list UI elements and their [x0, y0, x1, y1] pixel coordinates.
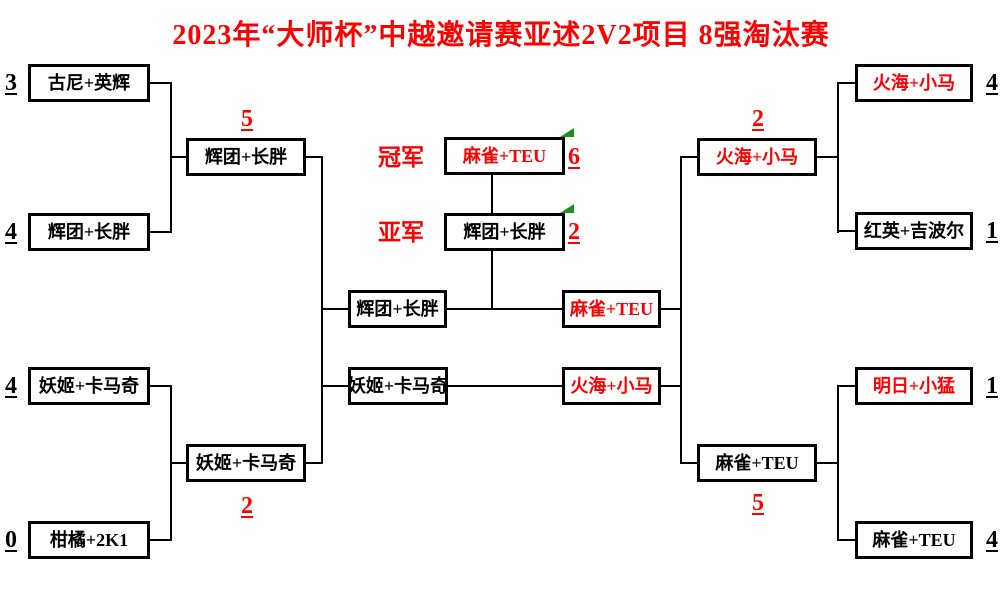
connector-line — [306, 156, 322, 158]
champion-label: 冠军 — [378, 145, 424, 170]
connector-line — [150, 82, 171, 84]
right-qf4-team-box: 麻雀+TEU — [855, 521, 973, 559]
right-winner-bottom-score: 5 — [752, 490, 764, 516]
runner-up-score: 2 — [568, 219, 580, 245]
left-qf1-team-box: 古尼+英辉 — [28, 64, 150, 102]
connector-line — [491, 175, 493, 213]
connector-line — [837, 539, 856, 541]
runner-up-team-box: 辉团+长胖 — [444, 213, 565, 251]
left-qf2-score: 4 — [5, 219, 17, 245]
champion-green-corner-flag-icon — [560, 128, 574, 137]
semifinal-bottom-left-box: 妖姬+卡马奇 — [348, 367, 448, 405]
left-qf2-team-box: 辉团+长胖 — [28, 213, 150, 251]
left-winner-bottom-score: 2 — [241, 493, 253, 519]
connector-line — [150, 385, 171, 387]
right-qf4-score: 4 — [986, 527, 998, 553]
connector-line — [170, 156, 186, 158]
right-qf3-score: 1 — [986, 373, 998, 399]
connector-line — [150, 539, 171, 541]
left-qf1-score: 3 — [5, 70, 17, 96]
semifinal-top-left-box: 辉团+长胖 — [348, 290, 447, 328]
left-qf3-score: 4 — [5, 373, 17, 399]
right-winner-top-box: 火海+小马 — [697, 138, 817, 176]
left-qf4-score: 0 — [5, 527, 17, 553]
left-qf3-team-box: 妖姬+卡马奇 — [28, 367, 150, 405]
semifinal-bottom-right-box: 火海+小马 — [562, 367, 661, 405]
left-winner-top-box: 辉团+长胖 — [186, 138, 306, 176]
connector-line — [321, 308, 348, 310]
connector-line — [661, 385, 681, 387]
semifinal-top-right-box: 麻雀+TEU — [562, 290, 661, 328]
right-qf3-team-box: 明日+小猛 — [855, 367, 973, 405]
right-qf1-team-box: 火海+小马 — [855, 64, 973, 102]
connector-line — [491, 251, 493, 309]
left-winner-bottom-box: 妖姬+卡马奇 — [186, 444, 306, 482]
connector-line — [321, 385, 348, 387]
connector-line — [837, 82, 856, 84]
connector-line — [306, 462, 322, 464]
right-winner-top-score: 2 — [752, 106, 764, 132]
runner-up-label: 亚军 — [378, 220, 424, 245]
connector-line — [837, 82, 839, 233]
connector-line — [680, 462, 697, 464]
connector-line — [837, 385, 839, 541]
runner-up-green-corner-flag-icon — [560, 204, 574, 213]
connector-line — [837, 230, 856, 232]
connector-line — [150, 231, 171, 233]
right-qf2-team-box: 红英+吉波尔 — [855, 212, 973, 250]
left-qf4-team-box: 柑橘+2K1 — [28, 521, 150, 559]
connector-line — [321, 156, 323, 464]
connector-line — [817, 156, 838, 158]
bracket-title: 2023年“大师杯”中越邀请赛亚述2V2项目 8强淘汰赛 — [172, 20, 830, 51]
connector-line — [837, 385, 856, 387]
connector-line — [447, 308, 562, 310]
connector-line — [817, 462, 838, 464]
champion-score: 6 — [568, 144, 580, 170]
connector-line — [170, 462, 186, 464]
champion-team-box: 麻雀+TEU — [444, 137, 565, 175]
connector-line — [661, 308, 681, 310]
right-winner-bottom-box: 麻雀+TEU — [697, 444, 817, 482]
connector-line — [680, 156, 682, 464]
connector-line — [680, 156, 697, 158]
right-qf2-score: 1 — [986, 218, 998, 244]
connector-line — [448, 385, 562, 387]
right-qf1-score: 4 — [986, 70, 998, 96]
left-winner-top-score: 5 — [241, 106, 253, 132]
